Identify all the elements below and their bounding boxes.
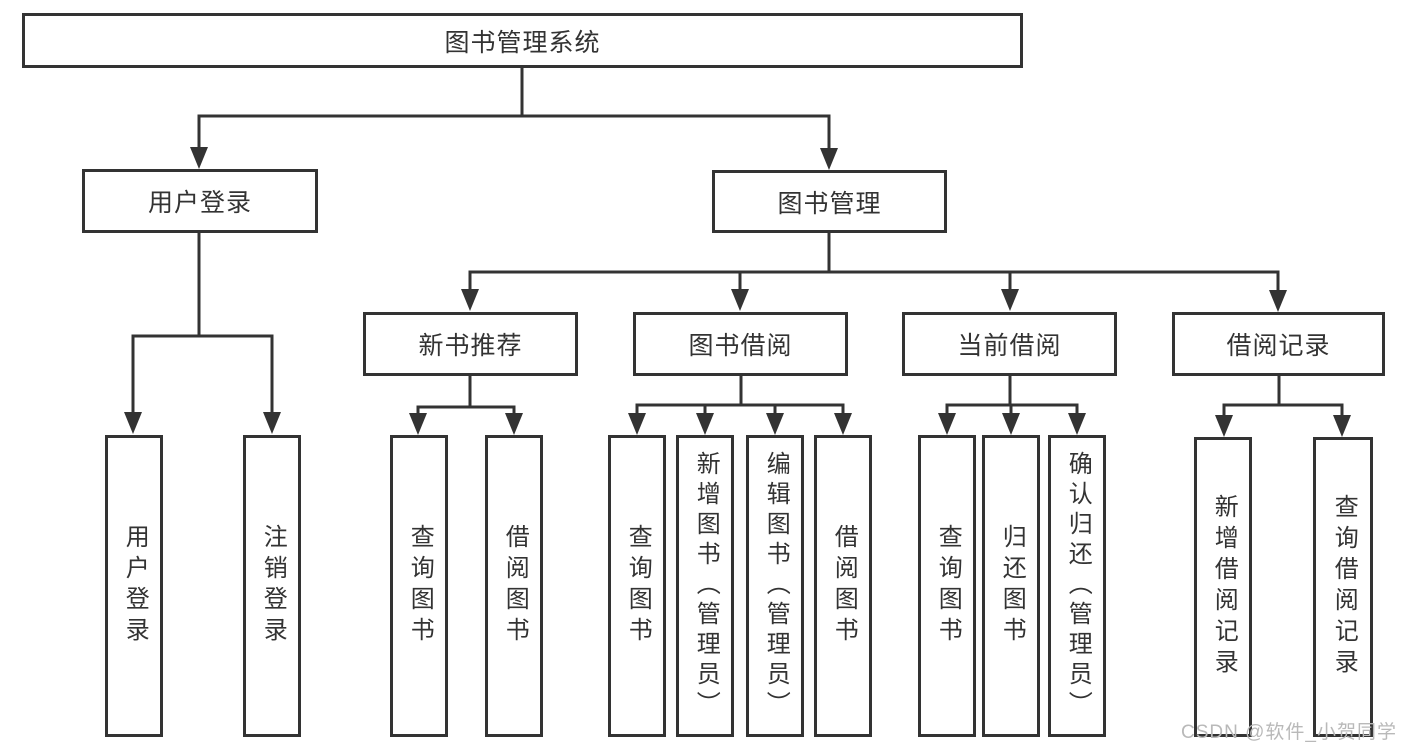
leaf-query-books-recommend-label: 查询图书: [406, 524, 434, 648]
connector-recommend-to-leaves: [416, 376, 516, 416]
arrow-down-icon: [1068, 413, 1086, 435]
leaf-add-book-admin: 新增图书（管理员）: [676, 435, 734, 737]
leaf-add-borrow-record: 新增借阅记录: [1194, 437, 1252, 737]
node-user-login: 用户登录: [82, 169, 318, 233]
leaf-return-book: 归还图书: [982, 435, 1040, 737]
connector-bookmgmt-to-level3: [468, 233, 1280, 294]
arrow-down-icon: [1333, 415, 1351, 437]
leaf-edit-book-admin: 编辑图书（管理员）: [746, 435, 804, 737]
connector-root-to-level2: [197, 68, 831, 152]
leaf-user-login: 用户登录: [105, 435, 163, 737]
leaf-borrow-books-recommend: 借阅图书: [485, 435, 543, 737]
arrow-down-icon: [461, 289, 479, 311]
arrowheads: [124, 147, 1351, 437]
connector-paths: [131, 68, 1344, 418]
node-borrowing-records: 借阅记录: [1172, 312, 1385, 376]
leaf-borrow-books-recommend-label: 借阅图书: [501, 524, 529, 648]
arrow-down-icon: [263, 412, 281, 434]
connector-userlogin-to-leaves: [131, 233, 274, 416]
arrow-down-icon: [409, 413, 427, 435]
arrow-down-icon: [1269, 290, 1287, 312]
arrow-down-icon: [1001, 289, 1019, 311]
leaf-confirm-return-admin-label: 确认归还（管理员）: [1064, 451, 1092, 721]
node-current-borrowing-label: 当前借阅: [957, 332, 1062, 360]
leaf-query-borrow-record: 查询借阅记录: [1313, 437, 1373, 737]
arrow-down-icon: [696, 413, 714, 435]
leaf-add-book-admin-label: 新增图书（管理员）: [692, 451, 720, 721]
arrow-down-icon: [1002, 413, 1020, 435]
arrow-down-icon: [628, 413, 646, 435]
node-book-management: 图书管理: [712, 170, 947, 233]
node-book-management-label: 图书管理: [777, 189, 882, 218]
arrow-down-icon: [1215, 415, 1233, 437]
leaf-query-books-borrowing: 查询图书: [608, 435, 666, 737]
root-node-label: 图书管理系统: [444, 28, 601, 57]
leaf-user-login-label: 用户登录: [121, 524, 149, 648]
arrow-down-icon: [834, 413, 852, 435]
leaf-logout: 注销登录: [243, 435, 301, 737]
leaf-query-books-borrowing-label: 查询图书: [624, 524, 652, 648]
node-book-borrowing-label: 图书借阅: [688, 332, 793, 360]
leaf-borrow-books-borrowing-label: 借阅图书: [830, 524, 858, 648]
leaf-borrow-books-borrowing: 借阅图书: [814, 435, 872, 737]
arrow-down-icon: [731, 289, 749, 311]
arrow-down-icon: [820, 148, 838, 170]
node-borrowing-records-label: 借阅记录: [1226, 332, 1331, 360]
leaf-edit-book-admin-label: 编辑图书（管理员）: [762, 451, 790, 721]
node-new-book-recommendation-label: 新书推荐: [418, 332, 523, 360]
leaf-logout-label: 注销登录: [259, 524, 287, 648]
leaf-query-borrow-record-label: 查询借阅记录: [1330, 494, 1358, 680]
connector-records-to-leaves: [1222, 376, 1344, 418]
node-current-borrowing: 当前借阅: [902, 312, 1117, 376]
connector-borrowing-to-leaves: [635, 376, 845, 416]
arrow-down-icon: [766, 413, 784, 435]
connector-current-to-leaves: [945, 376, 1079, 416]
leaf-query-books-current-label: 查询图书: [934, 524, 962, 648]
leaf-add-borrow-record-label: 新增借阅记录: [1210, 494, 1238, 680]
arrow-down-icon: [505, 413, 523, 435]
watermark: CSDN @软件_小贺同学: [1181, 722, 1397, 743]
node-user-login-label: 用户登录: [147, 189, 252, 217]
node-new-book-recommendation: 新书推荐: [363, 312, 578, 376]
leaf-query-books-recommend: 查询图书: [390, 435, 448, 737]
leaf-return-book-label: 归还图书: [998, 524, 1026, 648]
arrow-down-icon: [124, 412, 142, 434]
root-node: 图书管理系统: [22, 13, 1023, 68]
leaf-confirm-return-admin: 确认归还（管理员）: [1048, 435, 1106, 737]
arrow-down-icon: [938, 413, 956, 435]
leaf-query-books-current: 查询图书: [918, 435, 976, 737]
arrow-down-icon: [190, 147, 208, 169]
node-book-borrowing: 图书借阅: [633, 312, 848, 376]
